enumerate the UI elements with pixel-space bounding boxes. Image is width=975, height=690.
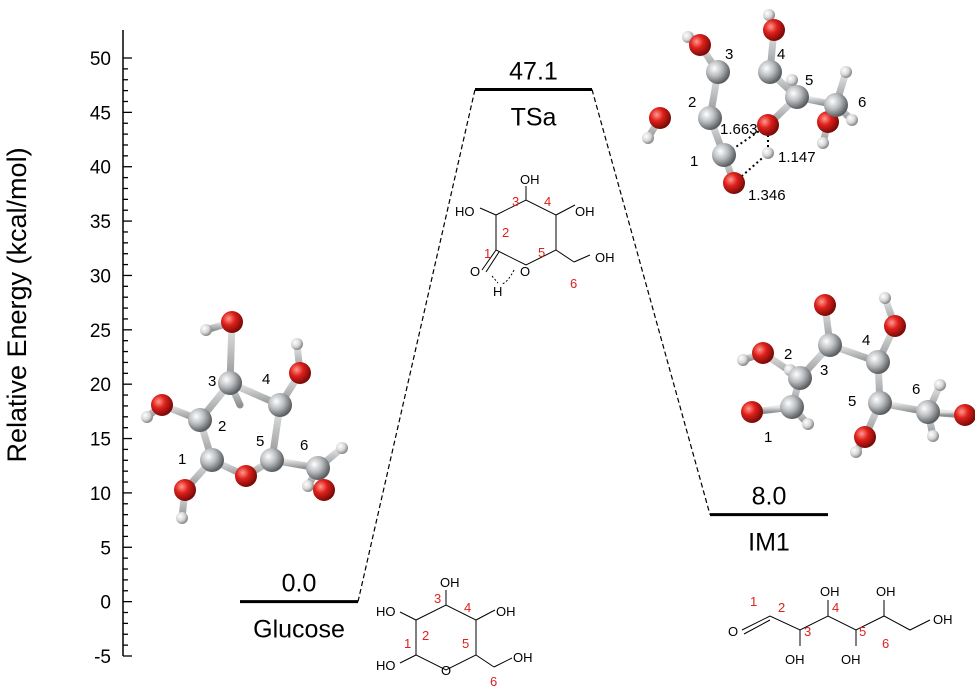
- chem-label: OH: [496, 604, 516, 619]
- atom-label: 2: [784, 346, 792, 363]
- level-value-glucose: 0.0: [282, 570, 317, 598]
- y-tick-label: 15: [90, 430, 111, 451]
- im1-3d-model: 2 3 4 5 6 1: [737, 292, 975, 458]
- glucose-2d-structure: OH OH HO HO O OH 3 4 2 1 5 6: [376, 575, 533, 689]
- atom-number: 5: [462, 636, 469, 651]
- atom-number: 4: [464, 600, 471, 615]
- chem-label: O: [470, 264, 480, 279]
- atom-number: 2: [422, 628, 429, 643]
- level-label-glucose: Glucose: [253, 616, 345, 644]
- atom-label: 5: [848, 393, 856, 410]
- chem-label: HO: [376, 604, 396, 619]
- chem-label: HO: [455, 204, 475, 219]
- atom-number: 1: [750, 594, 757, 609]
- y-tick-label: 35: [90, 212, 111, 233]
- level-value-im1: 8.0: [752, 483, 787, 511]
- chem-label: OH: [933, 612, 953, 627]
- atom-label: 1: [764, 429, 772, 446]
- atom-label: 6: [300, 437, 308, 454]
- y-tick-label: 10: [90, 484, 111, 505]
- atom-label: 5: [256, 433, 264, 450]
- chem-label: OH: [841, 652, 861, 667]
- atom-label: 6: [912, 381, 920, 398]
- atom-number: 6: [882, 636, 889, 651]
- y-axis-label: Relative Energy (kcal/mol): [2, 147, 32, 462]
- y-tick-label: 40: [90, 158, 111, 179]
- tsa-3d-model: 3 4 2 5 6 1 1.663 1.147 1.346: [642, 9, 866, 204]
- atom-label: 5: [805, 72, 813, 89]
- atom-number: 2: [502, 225, 509, 240]
- level-value-tsa: 47.1: [509, 58, 558, 86]
- chem-label: OH: [595, 250, 615, 265]
- connector-tsa-im1: [591, 89, 711, 515]
- chem-label: H: [493, 284, 502, 299]
- y-tick-label: 5: [100, 538, 111, 559]
- atom-label: 4: [777, 46, 785, 63]
- y-tick-label: 50: [90, 49, 111, 70]
- chem-label: OH: [785, 652, 805, 667]
- atom-number: 3: [512, 194, 519, 209]
- atom-number: 5: [859, 624, 866, 639]
- atom-label: 4: [262, 371, 270, 388]
- chem-label: OH: [520, 172, 540, 187]
- chem-label: OH: [876, 584, 896, 599]
- bond-length: 1.147: [778, 149, 816, 166]
- chem-label: OH: [820, 584, 840, 599]
- atom-number: 4: [544, 194, 551, 209]
- atom-number: 2: [778, 600, 785, 615]
- atom-label: 2: [218, 418, 226, 435]
- level-label-tsa: TSa: [511, 104, 557, 132]
- y-tick-label: 30: [90, 266, 111, 287]
- bond-length: 1.346: [748, 187, 786, 204]
- chem-label: HO: [376, 658, 396, 673]
- level-label-im1: IM1: [748, 529, 790, 557]
- y-tick-label: 0: [100, 593, 111, 614]
- chem-label: OH: [575, 204, 595, 219]
- energy-levels: 0.0 47.1 8.0 Glucose TSa IM1: [240, 58, 828, 644]
- atom-label: 3: [208, 373, 216, 390]
- y-axis-tick-labels: -5 0 5 10 15 20 25 30 35 40 45 50: [90, 49, 111, 668]
- atom-number: 3: [804, 624, 811, 639]
- y-tick-label: 45: [90, 103, 111, 124]
- chem-label: O: [728, 624, 738, 639]
- atom-label: 3: [820, 362, 828, 379]
- atom-number: 4: [832, 600, 839, 615]
- glucose-3d-model: 3 4 2 5 1 6: [141, 311, 348, 524]
- y-axis-ticks: [123, 57, 132, 657]
- atom-number: 6: [490, 674, 497, 689]
- im1-2d-structure: O OH OH OH OH OH 1 2 3 4 5 6: [728, 584, 953, 667]
- bond-length: 1.663: [720, 121, 758, 138]
- atom-label: 2: [688, 94, 696, 111]
- atom-label: 3: [725, 46, 733, 63]
- y-tick-label: 25: [90, 321, 111, 342]
- atom-number: 5: [538, 245, 545, 260]
- atom-label: 1: [690, 153, 698, 170]
- chem-label: O: [441, 663, 451, 678]
- atom-number: 6: [570, 276, 577, 291]
- atom-number: 3: [434, 591, 441, 606]
- chem-label: OH: [440, 575, 460, 590]
- y-tick-label: 20: [90, 375, 111, 396]
- connector-glucose-tsa: [357, 89, 476, 602]
- chem-label: OH: [513, 650, 533, 665]
- atom-number: 1: [404, 636, 411, 651]
- tsa-2d-structure: OH OH HO O O H OH 3 4 2 1 5 6: [455, 172, 615, 299]
- atom-label: 1: [178, 451, 186, 468]
- atom-label: 6: [858, 94, 866, 111]
- chem-label: O: [520, 264, 530, 279]
- atom-label: 4: [862, 332, 870, 349]
- atom-number: 1: [484, 246, 491, 261]
- y-tick-label: -5: [94, 647, 111, 668]
